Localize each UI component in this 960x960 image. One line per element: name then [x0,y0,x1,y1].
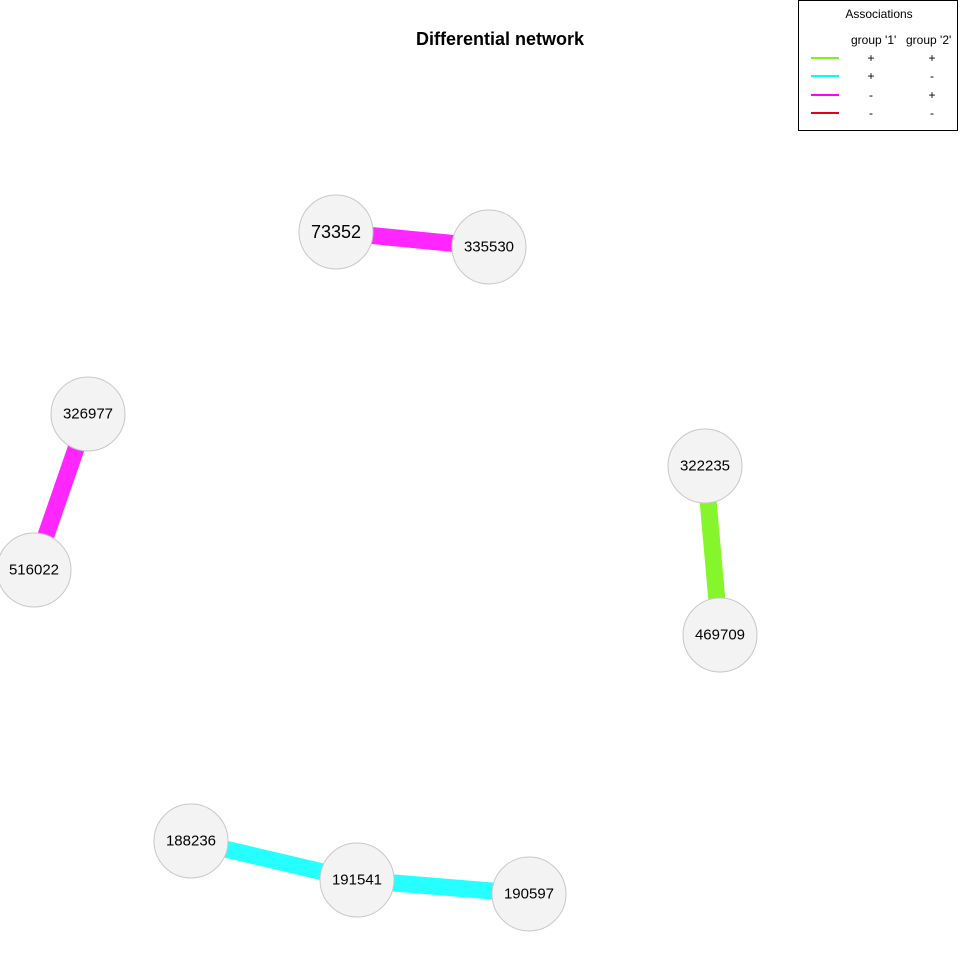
node-circle [0,532,72,608]
node [451,209,527,285]
legend-header-group-1: group '1' [851,33,897,47]
node-circle [491,856,567,932]
legend-row: - + [799,88,959,106]
node-circle [319,842,395,918]
node-label: 516022 [9,562,59,579]
node-layer [0,194,758,932]
legend-row: - - [799,106,959,124]
legend-sign-group-1: + [867,51,875,65]
node [319,842,395,918]
legend-sign-group-2: - [930,69,934,83]
node [491,856,567,932]
node-circle [667,428,743,504]
legend-sign-group-1: - [869,106,873,120]
node-label: 469709 [695,627,745,644]
edge [379,874,507,900]
legend-sign-group-2: + [928,51,936,65]
node [667,428,743,504]
legend-sign-group-1: - [869,88,873,102]
node [153,803,229,879]
node-label: 190597 [504,886,554,903]
legend-sign-group-2: + [928,88,936,102]
node [50,376,126,452]
edge-layer [35,226,726,900]
node-circle [50,376,126,452]
legend-sign-group-1: + [867,69,875,83]
legend-row: + - [799,69,959,87]
node-label: 188236 [166,833,216,850]
legend-swatch [811,75,839,77]
node-label: 326977 [63,406,113,423]
edge [699,488,726,613]
legend-title: Associations [845,7,913,21]
node-circle [451,209,527,285]
node-circle [153,803,229,879]
legend-swatch [811,57,839,59]
legend: Associations group '1' group '2' + + + -… [798,0,958,131]
edge [358,226,467,253]
node-label: 73352 [311,222,361,242]
legend-swatch [811,112,839,114]
node [298,194,374,270]
node [682,597,758,673]
node-circle [682,597,758,673]
chart-title: Differential network [415,29,585,49]
legend-row: + + [799,51,959,69]
node-label: 191541 [332,872,382,889]
node-circle [298,194,374,270]
node-label: 322235 [680,458,730,475]
node-label: 335530 [464,239,514,256]
edge [35,434,87,550]
legend-sign-group-2: - [930,106,934,120]
edge [212,839,336,882]
legend-header-group-2: group '2' [906,33,952,47]
node [0,532,72,608]
legend-swatch [811,94,839,96]
